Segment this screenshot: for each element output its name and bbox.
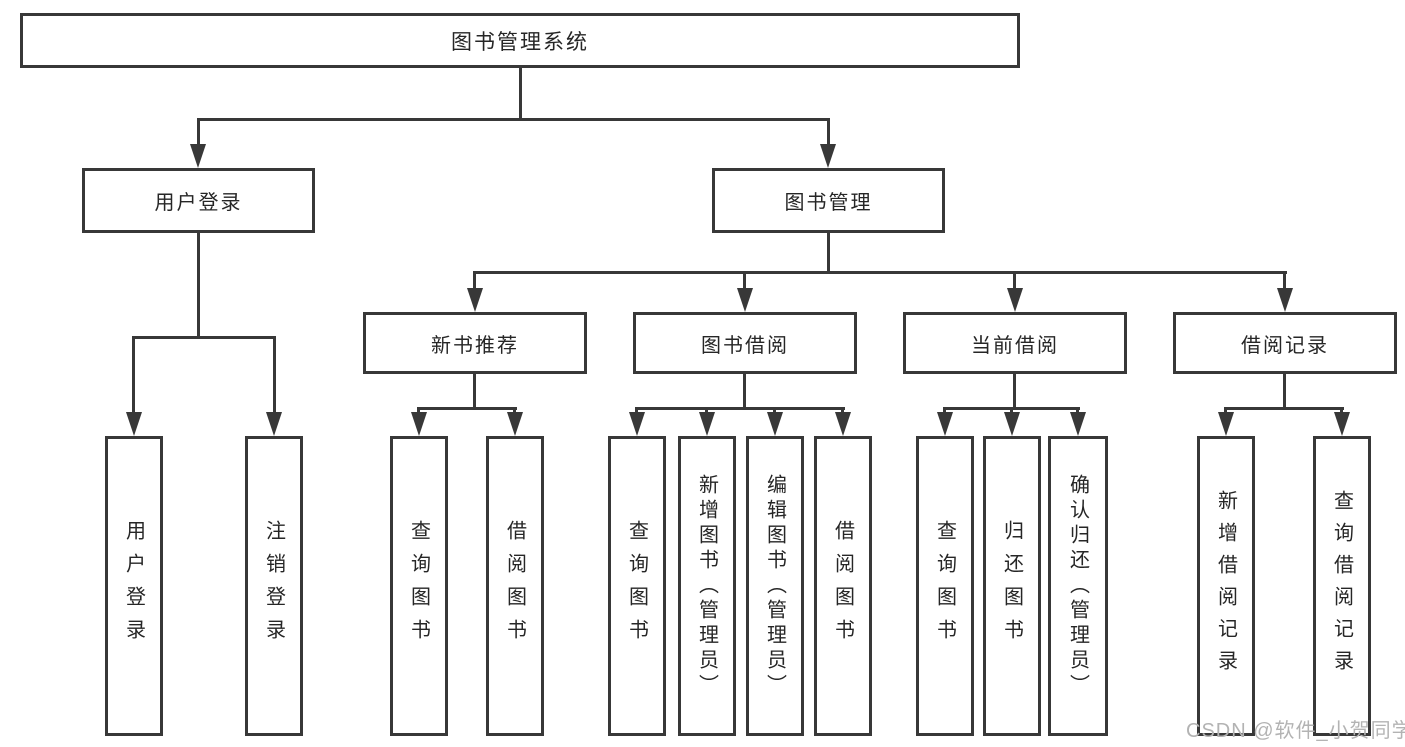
- arrowhead-down-icon: [767, 412, 783, 436]
- arrowhead-down-icon: [1334, 412, 1350, 436]
- connector-vline: [473, 271, 476, 293]
- arrowhead-down-icon: [126, 412, 142, 436]
- arrowhead-down-icon: [1070, 412, 1086, 436]
- connector-hline: [132, 336, 276, 339]
- leaf-add-borrow-record: 新增借阅记录: [1197, 436, 1255, 736]
- leaf-query-books-borrowing: 查询图书: [608, 436, 666, 736]
- arrowhead-down-icon: [507, 412, 523, 436]
- arrowhead-down-icon: [411, 412, 427, 436]
- connector-vline: [827, 118, 830, 150]
- connector-vline: [273, 336, 276, 418]
- leaf-user-login: 用户登录: [105, 436, 163, 736]
- arrowhead-down-icon: [1007, 288, 1023, 312]
- arrowhead-down-icon: [190, 144, 206, 168]
- arrowhead-down-icon: [629, 412, 645, 436]
- connector-vline: [1283, 271, 1286, 293]
- connector-vline: [473, 374, 476, 410]
- arrowhead-down-icon: [820, 144, 836, 168]
- node-current-borrowing: 当前借阅: [903, 312, 1127, 374]
- arrowhead-down-icon: [266, 412, 282, 436]
- arrowhead-down-icon: [835, 412, 851, 436]
- connector-vline: [197, 233, 200, 338]
- node-book-management: 图书管理: [712, 168, 945, 233]
- leaf-add-book-admin: 新增图书（管理员）: [678, 436, 736, 736]
- arrowhead-down-icon: [1004, 412, 1020, 436]
- arrowhead-down-icon: [737, 288, 753, 312]
- leaf-confirm-return-admin: 确认归还（管理员）: [1048, 436, 1108, 736]
- connector-vline: [743, 271, 746, 293]
- leaf-query-books-recommend: 查询图书: [390, 436, 448, 736]
- connector-hline: [1224, 407, 1344, 410]
- connector-vline: [827, 233, 830, 274]
- connector-vline: [1283, 374, 1286, 410]
- leaf-return-book: 归还图书: [983, 436, 1041, 736]
- leaf-borrow-books-borrowing: 借阅图书: [814, 436, 872, 736]
- arrowhead-down-icon: [467, 288, 483, 312]
- arrowhead-down-icon: [699, 412, 715, 436]
- arrowhead-down-icon: [937, 412, 953, 436]
- leaf-query-books-current: 查询图书: [916, 436, 974, 736]
- node-user-login: 用户登录: [82, 168, 315, 233]
- arrowhead-down-icon: [1218, 412, 1234, 436]
- connector-vline: [1013, 271, 1016, 293]
- leaf-borrow-books-recommend: 借阅图书: [486, 436, 544, 736]
- connector-vline: [1013, 374, 1016, 410]
- connector-hline: [473, 271, 1287, 274]
- node-borrow-records: 借阅记录: [1173, 312, 1397, 374]
- connector-hline: [635, 407, 845, 410]
- arrowhead-down-icon: [1277, 288, 1293, 312]
- connector-vline: [519, 68, 522, 121]
- leaf-query-borrow-record: 查询借阅记录: [1313, 436, 1371, 736]
- connector-vline: [197, 118, 200, 150]
- node-new-book-recommend: 新书推荐: [363, 312, 587, 374]
- csdn-watermark: CSDN @软件_小贺同学: [1186, 720, 1405, 742]
- connector-vline: [132, 336, 135, 418]
- node-book-borrowing: 图书借阅: [633, 312, 857, 374]
- connector-hline: [417, 407, 517, 410]
- connector-hline: [197, 118, 830, 121]
- node-root: 图书管理系统: [20, 13, 1020, 68]
- connector-vline: [743, 374, 746, 410]
- leaf-edit-book-admin: 编辑图书（管理员）: [746, 436, 804, 736]
- leaf-logout: 注销登录: [245, 436, 303, 736]
